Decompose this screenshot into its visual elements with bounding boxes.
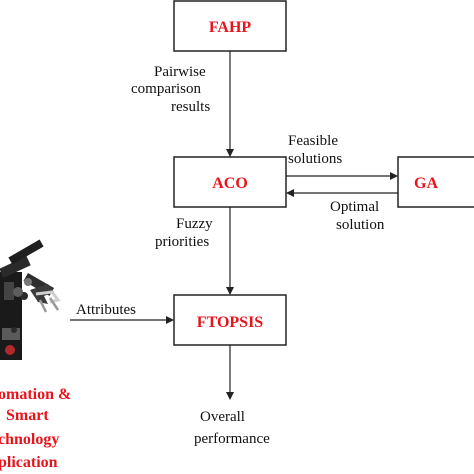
aco-label: ACO: [212, 175, 248, 192]
label-feasible-solutions: Feasible solutions: [288, 133, 342, 167]
svg-text:Overall: Overall: [200, 409, 245, 425]
fahp-box: FAHP: [173, 0, 287, 52]
ftopsis-label: FTOPSIS: [197, 314, 264, 331]
svg-text:Attributes: Attributes: [76, 302, 136, 318]
application-line-3: chnology: [0, 431, 59, 448]
label-overall-performance: Overall performance: [194, 409, 270, 447]
ga-label: GA: [414, 175, 438, 192]
svg-text:comparison: comparison: [131, 81, 201, 97]
ga-box: GA: [397, 156, 474, 208]
svg-text:performance: performance: [194, 431, 270, 447]
robot-arm-image: [0, 239, 61, 360]
svg-text:Feasible: Feasible: [288, 133, 338, 149]
svg-text:solution: solution: [336, 217, 385, 233]
svg-text:Fuzzy: Fuzzy: [176, 216, 213, 232]
label-fuzzy-priorities: Fuzzy priorities: [155, 216, 213, 250]
svg-text:priorities: priorities: [155, 234, 209, 250]
ftopsis-box: FTOPSIS: [173, 294, 287, 346]
application-line-1: omation &: [0, 386, 71, 403]
label-attributes: Attributes: [76, 302, 136, 318]
label-pairwise-comparison: Pairwise comparison results: [131, 64, 210, 115]
application-line-4: plication: [0, 454, 58, 471]
aco-box: ACO: [173, 156, 287, 208]
application-line-2: Smart: [6, 407, 49, 424]
svg-text:results: results: [171, 99, 210, 115]
label-optimal-solution: Optimal solution: [330, 199, 385, 233]
svg-text:Pairwise: Pairwise: [154, 64, 206, 80]
svg-text:Optimal: Optimal: [330, 199, 379, 215]
application-label: omation & Smart chnology plication: [0, 386, 71, 471]
fahp-label: FAHP: [209, 19, 252, 36]
svg-text:solutions: solutions: [288, 151, 342, 167]
